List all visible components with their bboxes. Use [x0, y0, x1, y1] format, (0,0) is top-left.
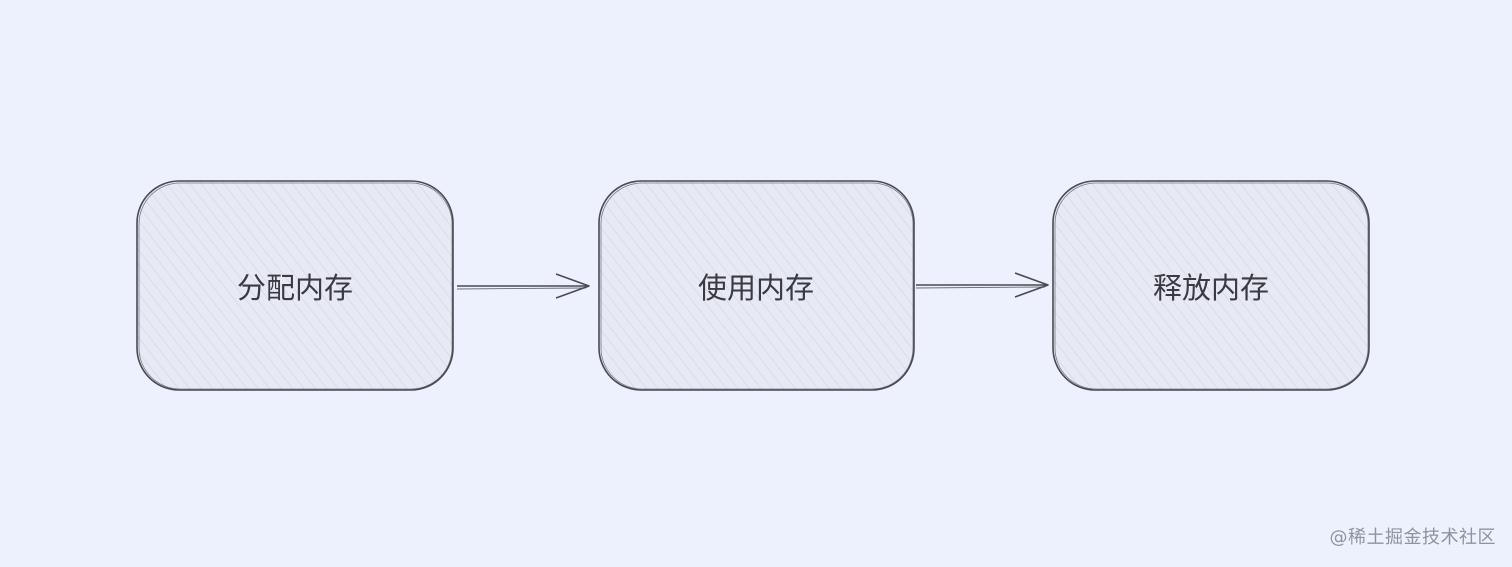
node-release-box [1052, 180, 1370, 391]
node-use-memory[interactable]: 使用内存 [598, 180, 915, 391]
node-release-label: 释放内存 [1153, 271, 1269, 305]
arrow-2-head [1014, 272, 1049, 298]
node-release-sketch-stroke [1054, 182, 1369, 390]
node-use-box [598, 180, 915, 391]
arrow-2-shaft-sketch [915, 286, 1046, 289]
arrow-allocate-to-use [456, 273, 590, 299]
node-release-memory[interactable]: 释放内存 [1052, 180, 1370, 391]
node-allocate-memory[interactable]: 分配内存 [136, 180, 454, 391]
node-use-label: 使用内存 [698, 271, 814, 305]
node-use-sketch-stroke [600, 182, 914, 390]
arrow-1-head [555, 273, 590, 299]
watermark-text: @稀土掘金技术社区 [1329, 527, 1496, 548]
arrow-use-to-release [915, 272, 1049, 298]
node-allocate-box [136, 180, 454, 391]
node-allocate-label: 分配内存 [237, 271, 353, 305]
arrow-1-shaft-sketch [456, 287, 587, 290]
node-allocate-sketch-stroke [138, 182, 453, 390]
